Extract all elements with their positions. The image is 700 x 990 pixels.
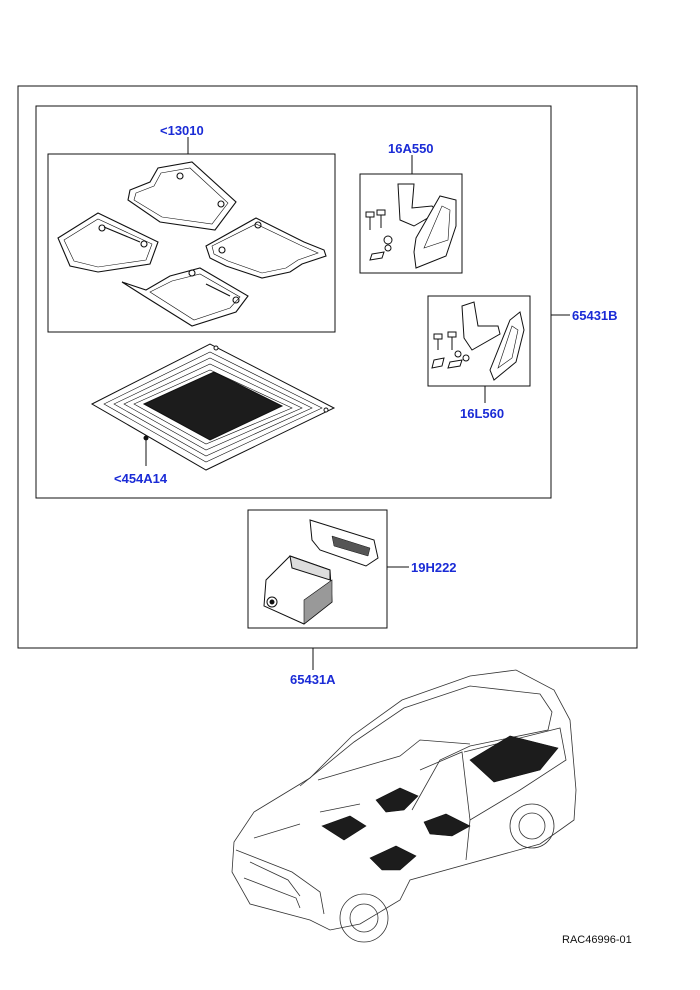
liner-centre-panel: [142, 371, 284, 441]
mudflaps-front-drawing: [365, 183, 457, 269]
mudflaps-rear-box: [427, 295, 531, 387]
mat-front-left: [127, 161, 237, 231]
vehicle-mat-highlights: [321, 735, 559, 871]
callout-mudflaps-rear[interactable]: 16L560: [460, 406, 505, 421]
assembly-frame: [17, 85, 638, 649]
mat-rear-left: [205, 217, 327, 279]
mat-rear-right: [121, 267, 249, 327]
load-liner-drawing: [90, 343, 336, 471]
kit-frame: [35, 105, 552, 499]
floor-mats-box: [47, 153, 336, 333]
callout-assembly[interactable]: 65431A: [290, 672, 336, 687]
device-box: [247, 509, 388, 629]
mat-front-right: [57, 212, 159, 273]
device-drawing: [263, 519, 379, 625]
callout-mudflaps-front[interactable]: 16A550: [388, 141, 434, 156]
callout-load-liner[interactable]: <454A14: [114, 471, 168, 486]
callout-floor-mats[interactable]: <13010: [160, 123, 204, 138]
vehicle-drawing: [231, 669, 577, 943]
mudflaps-front-box: [359, 173, 463, 274]
callout-device[interactable]: 19H222: [411, 560, 457, 575]
reference-number: RAC46996-01: [562, 934, 632, 946]
floor-mats-drawing: [57, 161, 327, 327]
mudflaps-rear-drawing: [431, 301, 525, 381]
callout-kit[interactable]: 65431B: [572, 308, 618, 323]
